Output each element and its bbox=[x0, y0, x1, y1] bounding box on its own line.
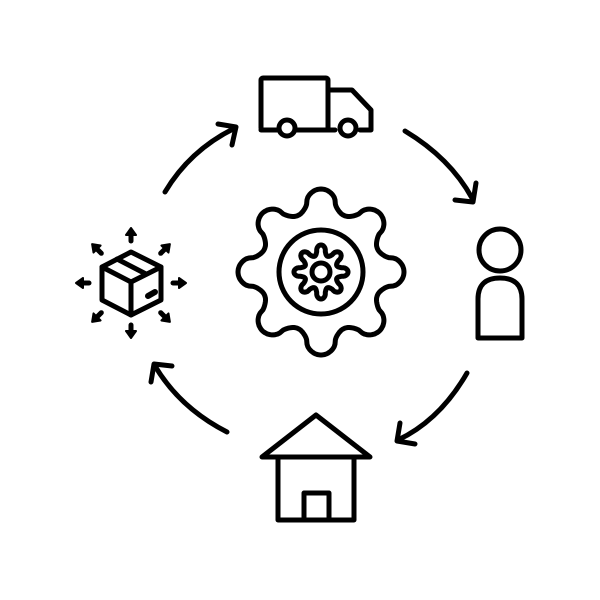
outward-arrow-icon bbox=[91, 243, 104, 256]
outward-arrow-icon bbox=[125, 227, 137, 244]
arrow-package-to-truck bbox=[162, 121, 239, 195]
arrow-house-to-package bbox=[148, 361, 230, 435]
outward-arrow-icon bbox=[158, 243, 171, 256]
person-icon bbox=[475, 226, 525, 341]
outward-arrow-icon bbox=[91, 310, 104, 323]
arrow-person-to-house bbox=[394, 370, 470, 447]
house-icon bbox=[259, 412, 373, 523]
package-distribution-icon bbox=[75, 227, 187, 339]
outward-arrow-icon bbox=[125, 322, 137, 339]
outward-arrow-icon bbox=[75, 277, 92, 289]
gear-icon bbox=[235, 186, 407, 358]
truck-icon bbox=[258, 75, 374, 139]
outward-arrow-icon bbox=[158, 310, 171, 323]
outward-arrow-icon bbox=[170, 277, 187, 289]
arrow-truck-to-person bbox=[402, 128, 479, 205]
